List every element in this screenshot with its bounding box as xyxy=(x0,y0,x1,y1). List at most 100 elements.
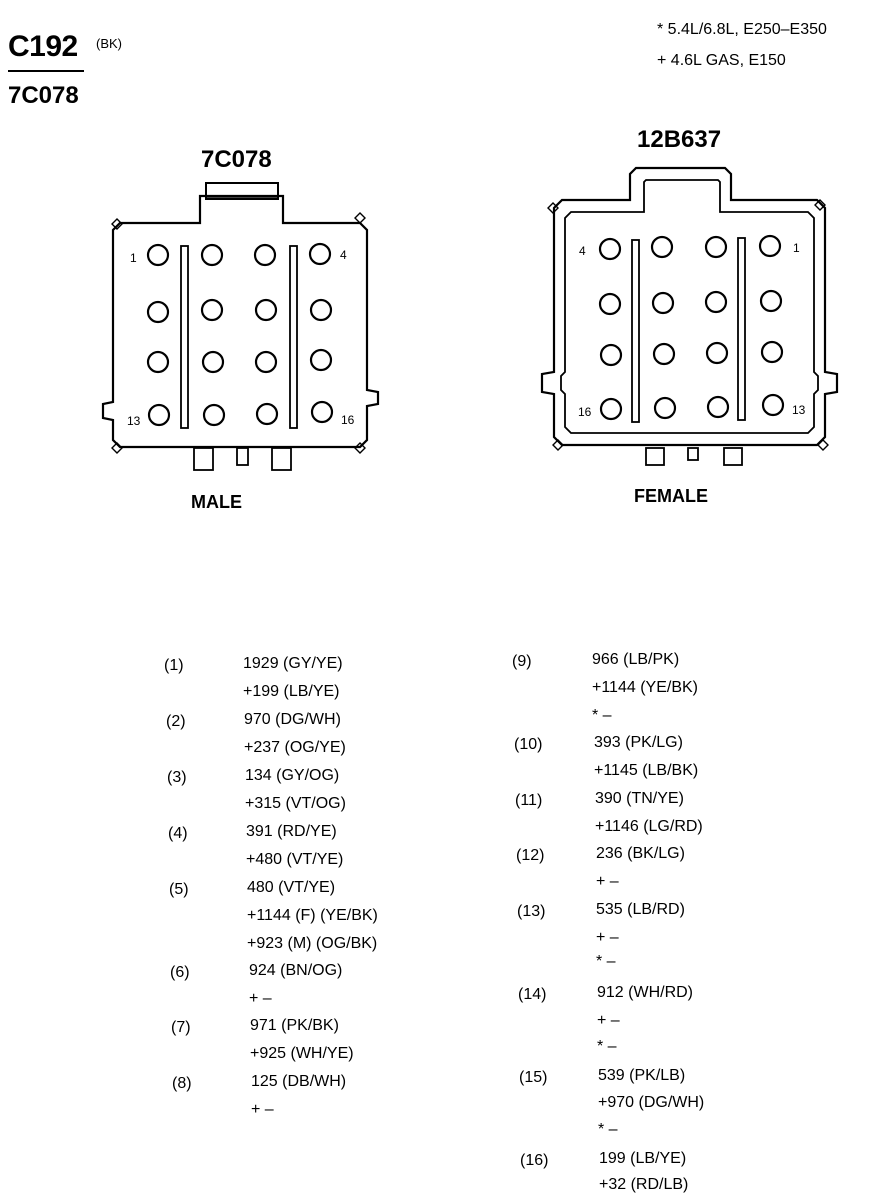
pin-number: (10) xyxy=(514,736,543,753)
female-bottom-tab xyxy=(723,447,743,466)
wire-entry: +32 (RD/LB) xyxy=(599,1176,689,1193)
female-pin-cavities xyxy=(598,234,785,421)
pin-cavity xyxy=(147,403,171,427)
female-divider-left xyxy=(631,239,640,423)
wire-entry: 1929 (GY/YE) xyxy=(243,655,343,672)
wire-entry: 391 (RD/YE) xyxy=(246,823,337,840)
pin-cavity xyxy=(704,235,728,259)
wire-entry: * – xyxy=(597,1038,617,1055)
wire-entry: 134 (GY/OG) xyxy=(245,767,340,784)
title-underline xyxy=(8,70,84,72)
female-connector-face: 4 1 16 13 xyxy=(540,166,839,466)
pin-cavity xyxy=(650,235,674,259)
male-part-number: 7C078 xyxy=(201,146,272,173)
male-pin-number: 1 xyxy=(130,251,137,265)
pin-cavity xyxy=(201,350,225,374)
pin-cavity xyxy=(146,300,170,324)
female-pin-number: 1 xyxy=(793,241,800,255)
male-pin-number: 4 xyxy=(340,248,347,262)
connector-color-tag: (BK) xyxy=(96,36,122,51)
female-pin-number: 16 xyxy=(578,405,592,419)
pin-number: (7) xyxy=(171,1019,191,1036)
pin-cavity xyxy=(705,341,729,365)
pin-cavity xyxy=(146,350,170,374)
wire-entry: 480 (VT/YE) xyxy=(247,879,336,896)
wire-entry: +1144 (YE/BK) xyxy=(592,679,698,696)
wire-entry: 199 (LB/YE) xyxy=(599,1150,687,1167)
pin-cavity xyxy=(310,400,334,424)
male-pin-number: 13 xyxy=(127,414,141,428)
pin-cavity xyxy=(651,291,675,315)
pin-cavity xyxy=(200,243,224,267)
pin-number: (8) xyxy=(172,1075,192,1092)
pin-number: (14) xyxy=(518,986,547,1003)
male-pin-number: 16 xyxy=(341,413,355,427)
pin-cavity xyxy=(255,402,279,426)
pin-cavity xyxy=(758,234,782,258)
note-engine-2: + 4.6L GAS, E150 xyxy=(657,52,786,69)
pin-number: (4) xyxy=(168,825,188,842)
female-corner-key xyxy=(547,199,829,451)
note-engine-1: * 5.4L/6.8L, E250–E350 xyxy=(657,21,827,38)
female-connector-inner xyxy=(560,179,819,434)
pin-cavity xyxy=(599,343,623,367)
female-part-number: 12B637 xyxy=(637,126,722,153)
wire-entry: + – xyxy=(249,990,272,1007)
wire-entry: +315 (VT/OG) xyxy=(245,795,346,812)
pin-cavity xyxy=(146,243,170,267)
pin-cavity xyxy=(254,350,278,374)
connector-title: C192 xyxy=(8,30,78,63)
pin-number: (11) xyxy=(515,792,543,809)
pin-number: (3) xyxy=(167,769,187,786)
wire-entry: 125 (DB/WH) xyxy=(251,1073,347,1090)
pin-number: (15) xyxy=(519,1069,548,1086)
female-bottom-tab xyxy=(687,447,699,461)
pin-cavity xyxy=(761,393,785,417)
female-pin-number: 13 xyxy=(792,403,806,417)
pin-number: (1) xyxy=(164,657,184,674)
pin-cavity xyxy=(706,395,730,419)
pin-number: (9) xyxy=(512,653,532,670)
male-connector-face: 1 4 13 16 xyxy=(101,182,380,471)
wire-entry: +1144 (F) (YE/BK) xyxy=(247,907,378,924)
wire-entry: + – xyxy=(597,1012,620,1029)
male-divider-left xyxy=(180,245,189,429)
wire-entry: 924 (BN/OG) xyxy=(249,962,343,979)
female-connector-outer xyxy=(540,166,839,447)
wire-entry: 535 (LB/RD) xyxy=(596,901,685,918)
pin-cavity xyxy=(202,403,226,427)
pin-cavity xyxy=(200,298,224,322)
pin-cavity xyxy=(760,340,784,364)
wire-entry: +925 (WH/YE) xyxy=(250,1045,354,1062)
wire-entry: * – xyxy=(596,953,616,970)
wire-entry: +1146 (LG/RD) xyxy=(595,818,703,835)
wire-entry: + – xyxy=(596,873,619,890)
wire-entry: + – xyxy=(596,929,619,946)
wire-entry: 390 (TN/YE) xyxy=(595,790,684,807)
wire-entry: +1145 (LB/BK) xyxy=(594,762,699,779)
pin-number: (12) xyxy=(516,847,545,864)
wire-entry: 971 (PK/BK) xyxy=(250,1017,339,1034)
wire-entry: +480 (VT/YE) xyxy=(246,851,344,868)
pin-cavity xyxy=(759,289,783,313)
wire-entry: +970 (DG/WH) xyxy=(598,1094,705,1111)
wire-entry: 236 (BK/LG) xyxy=(596,845,685,862)
pin-cavity xyxy=(599,397,623,421)
pin-number: (5) xyxy=(169,881,189,898)
female-bottom-tab xyxy=(645,447,665,466)
wire-entry: * – xyxy=(598,1121,618,1138)
wire-entry: +923 (M) (OG/BK) xyxy=(247,935,378,952)
female-divider-right xyxy=(737,237,746,421)
pin-number: (2) xyxy=(166,713,186,730)
male-label: MALE xyxy=(191,492,242,512)
pin-cavity xyxy=(308,242,332,266)
wire-entry: 539 (PK/LB) xyxy=(598,1067,686,1084)
wire-entry: 393 (PK/LG) xyxy=(594,734,683,751)
male-pin-cavities xyxy=(146,242,334,427)
wire-entry: +237 (OG/YE) xyxy=(244,739,346,756)
male-corner-key xyxy=(111,212,366,454)
pin-cavity xyxy=(598,237,622,261)
wire-entry: * – xyxy=(592,707,612,724)
pin-number: (6) xyxy=(170,964,190,981)
